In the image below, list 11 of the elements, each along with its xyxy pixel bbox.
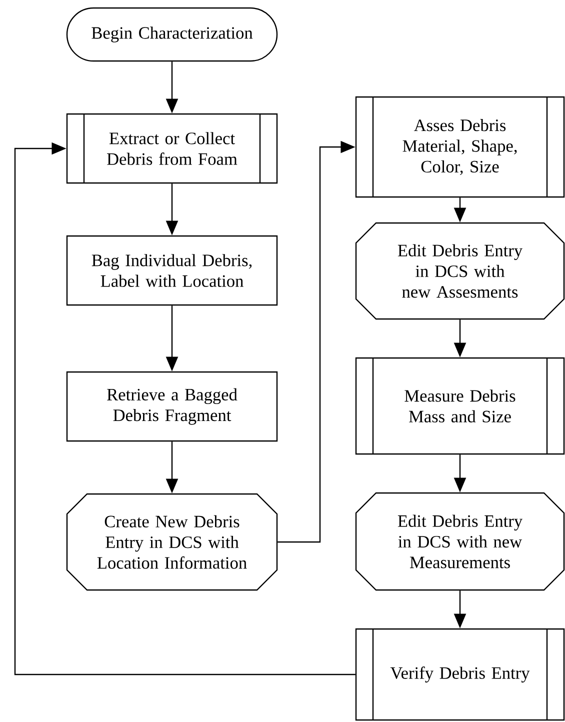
predefined-process-box: Extract or Collect Debris from Foam (66, 113, 278, 184)
terminal-box: Begin Characterization (66, 7, 278, 62)
arrow (14, 142, 356, 676)
display-octagon: Create New Debris Entry in DCS with Location Information (66, 493, 278, 591)
display-octagon: Edit Debris Entry in DCS with new Measurements (355, 492, 565, 591)
process-box: Bag Individual Debris, Label with Location (66, 235, 278, 306)
predefined-process-box: Asses Debris Material, Shape, Color, Size (355, 96, 565, 198)
process-box: Retrieve a Bagged Debris Fragment (66, 371, 278, 442)
predefined-process-box: Measure Debris Mass and Size (355, 357, 565, 455)
display-octagon: Edit Debris Entry in DCS with new Assesments (355, 222, 565, 320)
predefined-process-box: Verify Debris Entry (355, 628, 565, 721)
